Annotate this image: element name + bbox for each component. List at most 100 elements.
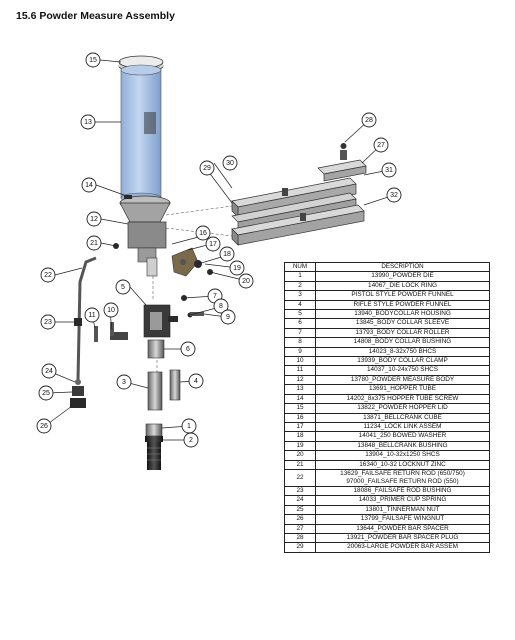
part-description: 13848_BELLCRANK BUSHING	[315, 440, 490, 452]
callout-label: 29	[203, 165, 211, 172]
callout-label: 26	[40, 423, 48, 430]
callout-circle	[80, 114, 96, 130]
callout-21: 21	[86, 235, 102, 251]
part-number: 16	[284, 412, 316, 423]
callout-circle	[115, 279, 131, 295]
callout-label: 21	[90, 240, 98, 247]
part-number: 25	[284, 504, 316, 516]
callout-label: 24	[45, 368, 53, 375]
callout-circle	[85, 52, 101, 68]
callout-9: 9	[220, 309, 236, 325]
callout-circle	[195, 225, 211, 241]
callout-label: 7	[213, 293, 217, 300]
part-description: 13801_TINNERMAN NUT	[315, 504, 490, 516]
callout-circle	[41, 363, 57, 379]
part-number: 3	[284, 290, 316, 301]
callout-18: 18	[219, 246, 235, 262]
callout-circle	[116, 374, 132, 390]
part-number: 2	[284, 280, 316, 292]
part-number: 19	[284, 440, 316, 452]
part-description: 13822_POWDER HOPPER LID	[315, 403, 490, 414]
callout-6: 6	[180, 341, 196, 357]
failsafe-rod-assembly	[70, 256, 97, 408]
callout-label: 28	[365, 117, 373, 124]
callout-label: 20	[242, 278, 250, 285]
part-description: 13644_POWDER BAR SPACER	[315, 523, 490, 534]
part-number: 12	[284, 374, 316, 386]
part-number: 1	[284, 271, 316, 282]
part-number: 21	[284, 459, 316, 470]
callout-14: 14	[81, 177, 97, 193]
callout-circle	[361, 112, 377, 128]
callout-circle	[386, 187, 402, 203]
callout-20: 20	[238, 273, 254, 289]
part-description: 20063-LARGE POWDER BAR ASSEM	[315, 542, 490, 553]
callout-28: 28	[361, 112, 377, 128]
bellcrank-assembly	[171, 247, 213, 277]
callout-circle	[238, 273, 254, 289]
part-number: 22	[284, 468, 316, 487]
part-description: 13691_HOPPER TUBE	[315, 384, 490, 395]
callout-circle	[199, 160, 215, 176]
callout-label: 14	[85, 182, 93, 189]
callout-label: 4	[194, 378, 198, 385]
part-description: 14808_BODY COLLAR BUSHING	[315, 337, 490, 348]
callout-label: 16	[199, 230, 207, 237]
part-description: 13780_POWDER MEASURE BODY	[315, 374, 490, 386]
callout-label: 8	[219, 303, 223, 310]
callout-22: 22	[40, 267, 56, 283]
column-header-description: DESCRIPTION	[315, 261, 490, 273]
callout-12: 12	[86, 211, 102, 227]
part-description: 13940_BODYCOLLAR HOUSING	[315, 309, 490, 320]
callout-3: 3	[116, 374, 132, 390]
callout-circle	[86, 211, 102, 227]
callout-circle	[373, 137, 389, 153]
part-number: 17	[284, 421, 316, 433]
callout-label: 11	[88, 312, 95, 319]
part-description: 14202_8x375 HOPPER TUBE SCREW	[315, 393, 490, 405]
callout-32: 32	[386, 187, 402, 203]
part-description: 11234_LOCK LINK ASSEM	[315, 421, 490, 433]
callout-circle	[229, 260, 245, 276]
part-number: 28	[284, 532, 316, 544]
callout-circle	[86, 235, 102, 251]
callout-label: 5	[121, 284, 125, 291]
callout-circle	[81, 177, 97, 193]
powder-die	[145, 423, 163, 470]
powder-funnels	[147, 369, 181, 411]
part-number: 24	[284, 495, 316, 506]
part-description: 16340_10-32 LOCKNUT ZINC	[315, 459, 490, 470]
part-description: 13799_FAILSAFE WINGNUT	[315, 514, 490, 525]
callout-label: 6	[186, 346, 190, 353]
callout-17: 17	[205, 236, 221, 252]
callout-19: 19	[229, 260, 245, 276]
callout-label: 27	[377, 142, 385, 149]
callout-label: 10	[107, 307, 115, 314]
part-description: 13871_BELLCRANK CUBE	[315, 412, 490, 423]
part-description: 13793_BODY COLLAR ROLLER	[315, 327, 490, 339]
callout-label: 25	[42, 390, 50, 397]
part-description: 13629_FAILSAFE RETURN ROD (650/750)97000…	[315, 468, 490, 487]
body-collar-housing	[143, 295, 204, 338]
part-number: 26	[284, 514, 316, 525]
